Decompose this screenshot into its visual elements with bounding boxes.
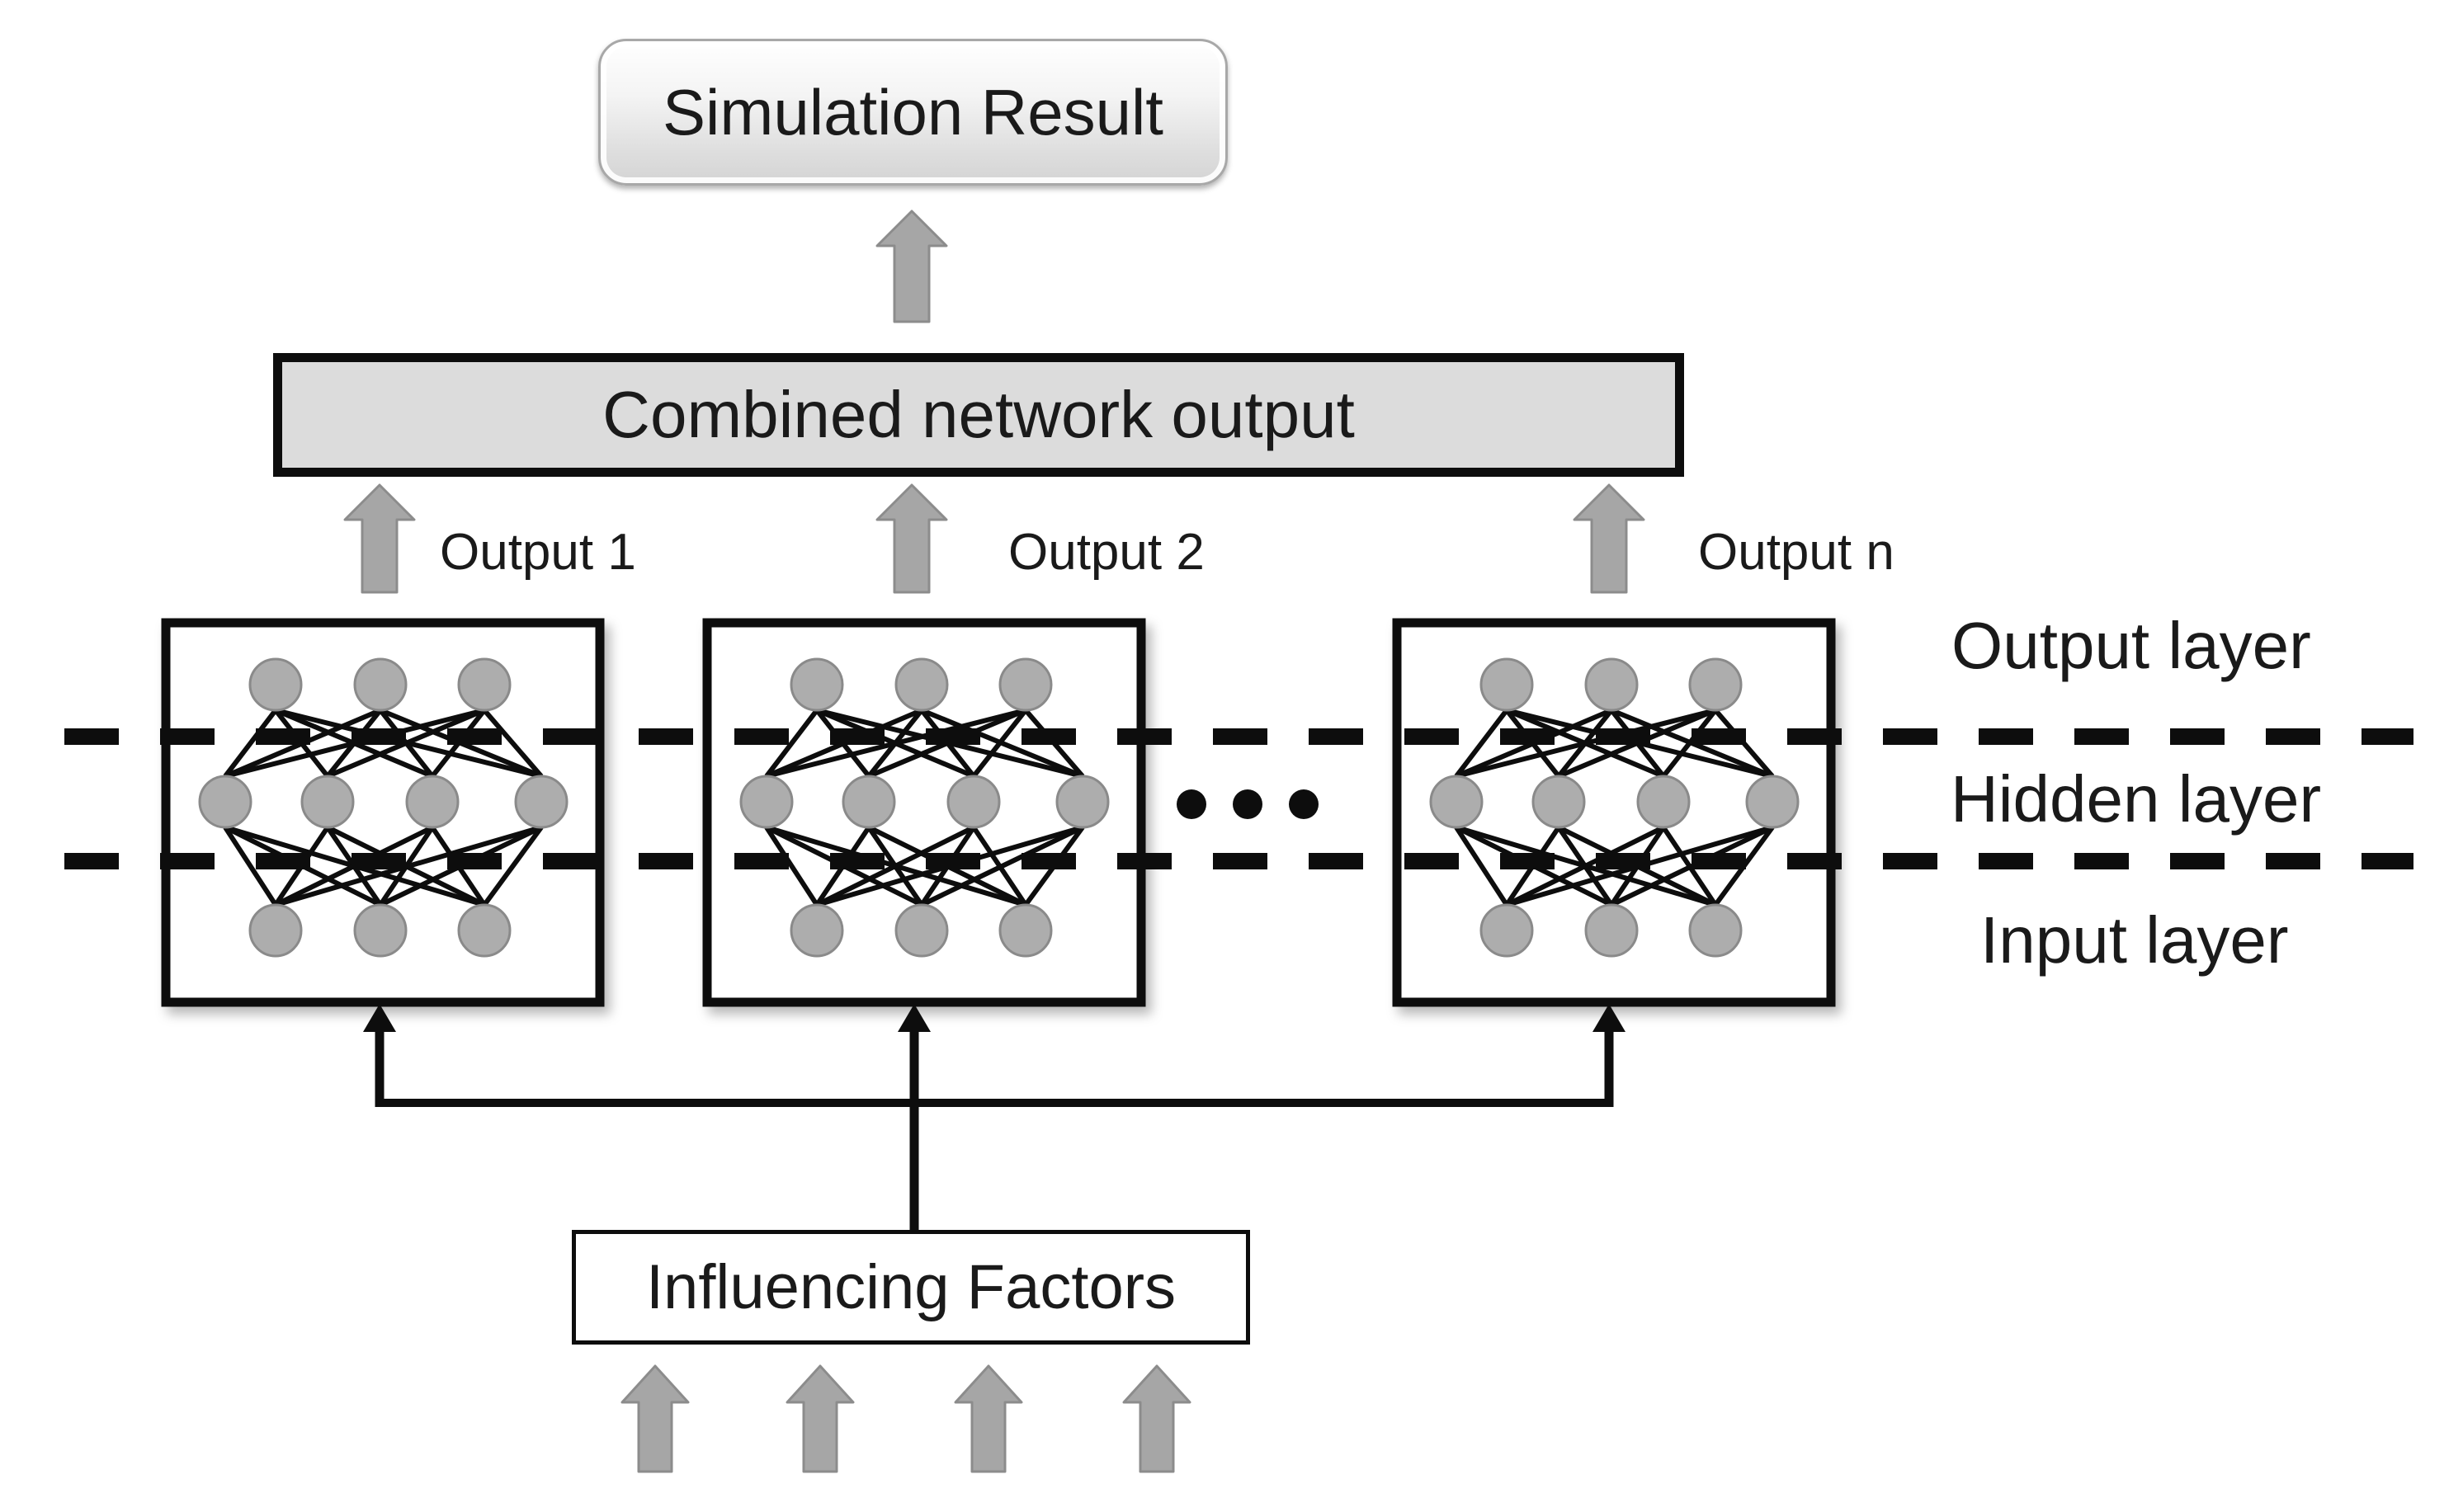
output-1-label: Output 1	[440, 524, 636, 581]
network-node	[842, 775, 896, 829]
network-node	[1688, 657, 1743, 712]
network-node	[894, 903, 949, 958]
influencing-factors-label: Influencing Factors	[645, 1252, 1177, 1322]
ellipsis-dot	[1289, 789, 1319, 819]
output-layer-label: Output layer	[1951, 609, 2311, 682]
connection-line	[766, 708, 1026, 779]
input-arrow-2	[786, 1364, 855, 1473]
connection-line	[764, 826, 819, 907]
connection-line	[482, 709, 544, 778]
network-node	[1584, 657, 1639, 712]
combined-network-output-label: Combined network output	[602, 378, 1355, 451]
output-n-label: Output n	[1698, 524, 1894, 581]
network-node	[457, 657, 512, 712]
network-node	[353, 903, 408, 958]
ellipsis-dot	[1233, 789, 1262, 819]
network-node	[353, 657, 408, 712]
network-node	[405, 775, 460, 829]
output-arrow-1	[343, 483, 416, 594]
connection-line	[275, 825, 542, 907]
network-node	[1745, 775, 1800, 829]
simulation-result-label: Simulation Result	[663, 75, 1163, 148]
network-node	[1479, 903, 1534, 958]
network-node	[790, 903, 844, 958]
network-node	[248, 903, 303, 958]
input-layer-label: Input layer	[1980, 903, 2289, 977]
result-arrow-icon	[875, 210, 948, 323]
simulation-result-box: Simulation Result	[598, 39, 1228, 186]
connector-arrowhead-icon	[898, 1004, 931, 1032]
connection-line	[1505, 825, 1665, 907]
connector-arrowhead-icon	[1592, 1004, 1625, 1032]
ellipsis-dots-icon	[1177, 789, 1319, 819]
input-arrow-3	[954, 1364, 1023, 1473]
connection-line	[1456, 708, 1716, 779]
connector-arrowhead-icon	[363, 1004, 396, 1032]
connection-line	[1454, 709, 1509, 778]
network-node	[300, 775, 355, 829]
network-node	[514, 775, 569, 829]
output-arrow-2	[875, 483, 948, 594]
network-node	[248, 657, 303, 712]
connection-line	[971, 709, 1028, 778]
network-node	[1531, 775, 1586, 829]
connection-line	[223, 709, 278, 778]
network-node	[998, 657, 1053, 712]
network-node	[1636, 775, 1691, 829]
network-node	[1055, 775, 1110, 829]
network-node	[790, 657, 844, 712]
influencing-factors-box: Influencing Factors	[572, 1230, 1250, 1345]
output-2-label: Output 2	[1008, 524, 1205, 581]
network-node	[894, 657, 949, 712]
network-node	[1688, 903, 1743, 958]
output-arrow-3	[1573, 483, 1645, 594]
connection-line	[482, 826, 544, 907]
connection-line	[920, 825, 1084, 907]
hidden-layer-label: Hidden layer	[1951, 762, 2322, 836]
connection-line	[815, 825, 975, 907]
network-node	[946, 775, 1001, 829]
combined-network-output-box: Combined network output	[273, 353, 1684, 477]
connection-line	[1661, 709, 1718, 778]
network-node	[457, 903, 512, 958]
input-arrow-4	[1122, 1364, 1191, 1473]
input-arrow-1	[620, 1364, 690, 1473]
connection-line	[1454, 826, 1509, 907]
network-node	[739, 775, 794, 829]
ellipsis-dot	[1177, 789, 1206, 819]
connection-line	[764, 709, 819, 778]
network-box-1	[161, 618, 605, 1007]
network-node	[1584, 903, 1639, 958]
network-node	[1429, 775, 1484, 829]
network-box-2	[702, 618, 1146, 1007]
network-box-3	[1392, 618, 1836, 1007]
network-node	[998, 903, 1053, 958]
network-node	[198, 775, 252, 829]
connection-line	[223, 826, 278, 907]
network-node	[1479, 657, 1534, 712]
